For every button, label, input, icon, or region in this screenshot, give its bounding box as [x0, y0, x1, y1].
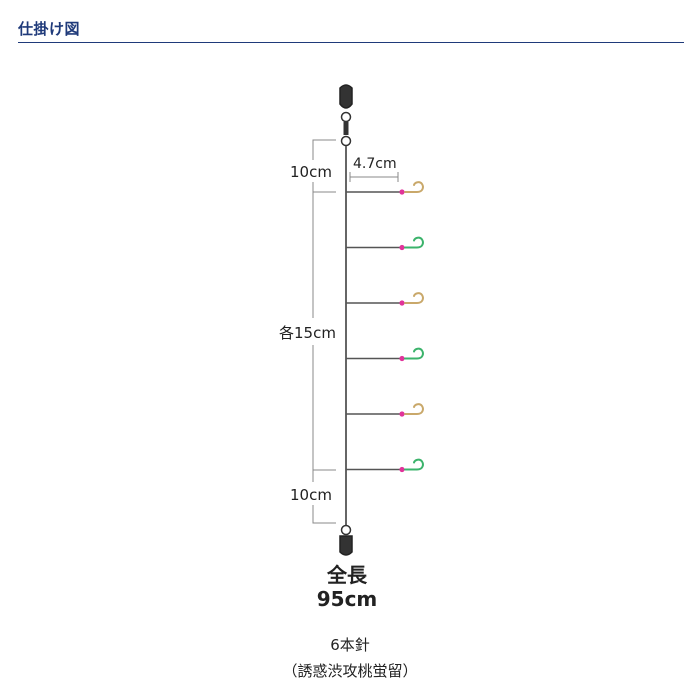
bead-icon	[399, 300, 405, 306]
hook-icon	[404, 403, 424, 415]
dimension-brackets	[312, 139, 399, 524]
hook-icon	[404, 181, 424, 193]
section-title: 仕掛け図	[18, 20, 81, 38]
dim-each-label: 各15cm	[279, 324, 336, 342]
hook-icon	[404, 347, 424, 360]
bead-icon	[399, 411, 405, 417]
top-swivel	[339, 84, 353, 147]
hook-icon	[404, 458, 424, 471]
hook-icon	[404, 292, 424, 304]
section-header: 仕掛け図	[18, 18, 684, 43]
branch-lines	[346, 181, 424, 473]
dim-branch-label: 4.7cm	[353, 156, 397, 172]
branch-1	[346, 181, 424, 195]
total-length-value: 95cm	[317, 587, 378, 611]
branch-4	[346, 347, 424, 362]
bead-icon	[399, 355, 405, 362]
bead-icon	[399, 244, 405, 251]
hook-types-caption: （誘惑渋攻桃蛍留）	[282, 662, 418, 680]
dim-bottom-label: 10cm	[290, 486, 332, 504]
bead-icon	[399, 189, 405, 195]
branch-3	[346, 292, 424, 306]
dim-top-label: 10cm	[290, 163, 332, 181]
hook-count-caption: 6本針	[330, 636, 370, 654]
hook-icon	[404, 236, 424, 249]
branch-2	[346, 236, 424, 251]
branch-5	[346, 403, 424, 417]
bead-icon	[399, 466, 405, 473]
bottom-snap	[339, 524, 353, 556]
total-length-label: 全長	[326, 563, 368, 587]
branch-6	[346, 458, 424, 473]
